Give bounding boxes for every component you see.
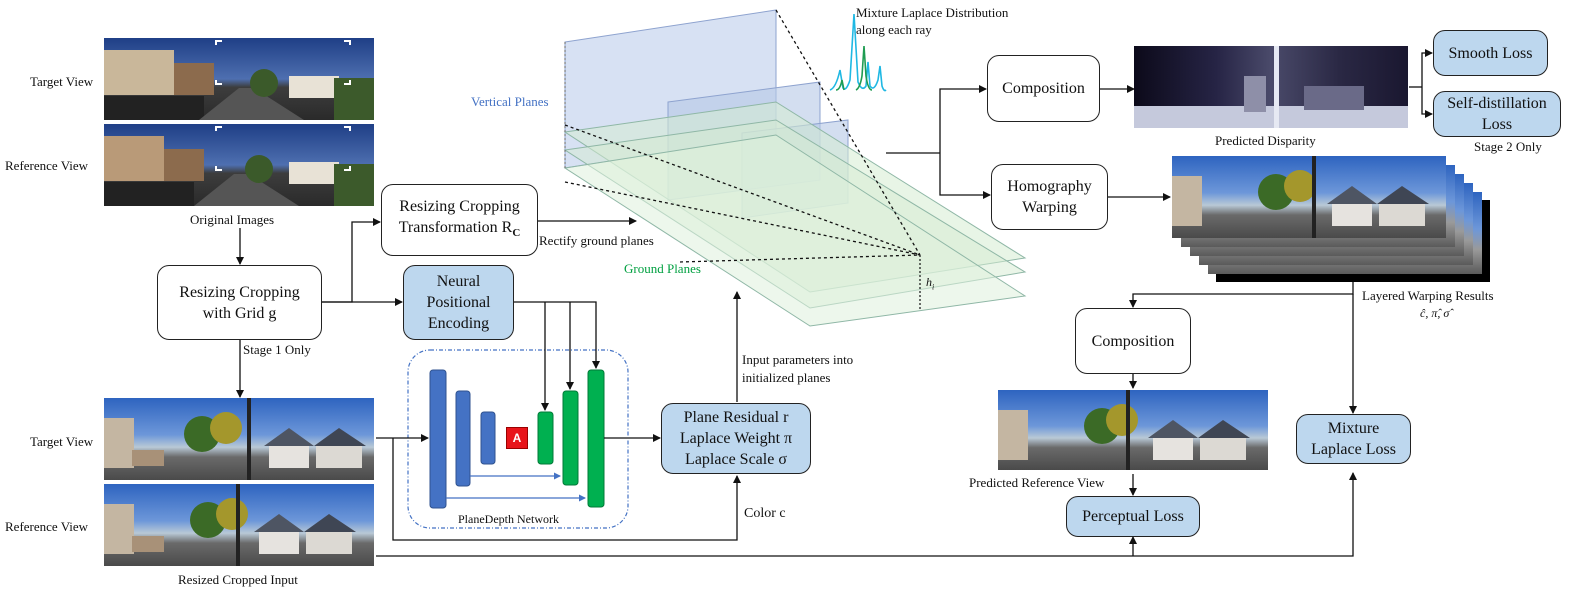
composition-bottom-box: Composition [1075,308,1191,374]
encoder-block-3 [480,411,496,465]
self-distillation-loss-box: Self-distillation Loss [1433,91,1561,137]
reference-view-label-2: Reference View [5,519,89,534]
original-reference-image [104,124,374,206]
color-label-text: Color c [744,506,786,521]
predicted-reference-label: Predicted Reference View [969,475,1105,490]
resized-reference-image [104,484,374,566]
h-label: h [926,275,932,289]
input-params-label-1: Input parameters into [742,352,854,367]
original-reference-scene [104,126,374,206]
decoder-block-3 [587,369,605,508]
layered-warping-stack [1172,156,1490,282]
resize-grid-line1: Resizing Cropping [179,283,300,301]
target-view-label: Target View [30,74,94,89]
original-target-scene [104,40,374,120]
stage2-only-label: Stage 2 Only [1474,139,1542,154]
resize-crop-grid-box: Resizing Cropping with Grid g [157,265,322,340]
resize-grid-line2: with Grid g [202,304,277,322]
resized-cropped-input-label: Resized Cropped Input [178,572,298,587]
layer-front-scene [1172,156,1429,238]
resize-crop-transform-box: Resizing Cropping Transformation RC [381,184,538,256]
plane-illustration [563,9,1027,327]
resize-rc-subscript: C [512,227,521,240]
npe-line3: Encoding [427,315,490,332]
smooth-loss-text: Smooth Loss [1448,44,1533,62]
composition-bottom-text: Composition [1091,332,1175,350]
mixture-loss-line2: Laplace Loss [1311,441,1396,458]
connectors [236,49,1433,557]
decoder-block-2 [562,390,579,486]
reference-view-label: Reference View [5,158,89,173]
plane-residual-line: Plane Residual r [683,409,789,426]
mixture-dist-label-1: Mixture Laplace Distribution [856,5,1009,20]
h-i-label: hi [926,275,934,291]
neural-positional-encoding-box: Neural Positional Encoding [403,265,514,340]
resize-rc-line2: Transformation RC [399,217,521,244]
encoder-block-2 [455,390,471,487]
self-distill-line1: Self-distillation [1447,95,1547,112]
resized-reference-scene [104,484,356,566]
mixture-laplace-plot [829,13,887,92]
h-subscript: i [932,282,935,292]
attention-module: A [506,427,528,449]
plane-parameters-box: Plane Residual r Laplace Weight π Laplac… [661,403,811,474]
resized-target-image [104,398,374,480]
resized-target-scene [104,398,366,480]
planedepth-network-label: PlaneDepth Network [458,512,559,526]
predicted-disparity-scene [1134,46,1408,128]
network-frame [407,349,629,529]
predicted-disparity-label: Predicted Disparity [1215,133,1316,148]
resize-rc-line2-text: Transformation R [398,218,513,236]
decoder-block-1 [537,411,554,465]
input-params-label-2: initialized planes [742,370,831,385]
original-target-image [104,38,374,120]
predicted-disparity-image [1134,46,1408,128]
ground-plane-3 [563,134,1027,327]
npe-line2: Positional [426,294,491,311]
resize-rc-line1: Resizing Cropping [399,197,520,215]
homography-warping-box: Homography Warping [991,164,1108,230]
encoder-block-1 [429,369,447,509]
color-label: Color c [744,506,786,522]
layered-warping-label: Layered Warping Results [1362,288,1494,303]
vertical-planes-label: Vertical Planes [471,94,549,109]
mixture-laplace-loss-box: Mixture Laplace Loss [1296,414,1411,464]
laplace-weight-line: Laplace Weight π [679,430,793,447]
stage1-only-label: Stage 1 Only [243,342,311,357]
composition-top-text: Composition [1002,80,1085,97]
target-view-label-2: Target View [30,434,94,449]
predicted-reference-image [998,390,1268,470]
npe-line1: Neural [436,273,481,290]
rectify-label: Rectify ground planes [539,233,654,248]
original-images-label: Original Images [190,212,275,227]
self-distill-line2: Loss [1481,116,1513,133]
layer-image-front [1172,156,1446,238]
perceptual-loss-text: Perceptual Loss [1082,508,1184,525]
layered-warping-symbols: ĉ, π̂, σ̂ [1420,306,1450,320]
homography-line2: Warping [1022,199,1077,216]
laplace-scale-line: Laplace Scale σ [685,451,787,468]
homography-line1: Homography [1007,178,1092,195]
mixture-loss-line1: Mixture [1327,420,1380,437]
perceptual-loss-box: Perceptual Loss [1066,496,1200,537]
smooth-loss-box: Smooth Loss [1433,30,1548,76]
composition-top-box: Composition [987,55,1100,122]
predicted-reference-scene [998,390,1250,470]
ground-planes-label: Ground Planes [624,261,701,276]
mixture-dist-label-2: along each ray [856,22,932,37]
